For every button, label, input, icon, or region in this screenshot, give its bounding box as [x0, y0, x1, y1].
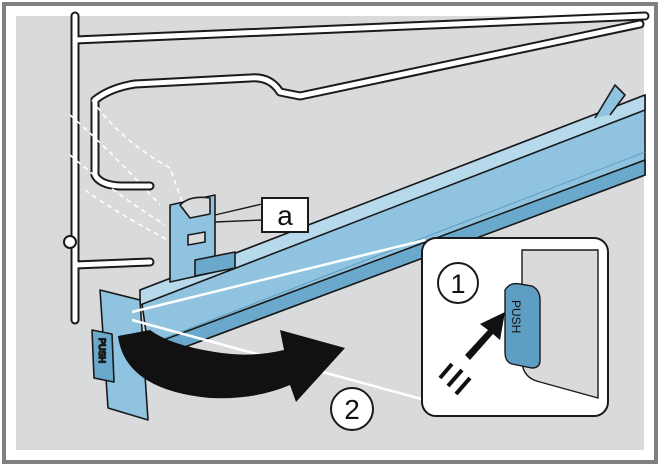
step-2-label: 2 — [344, 394, 360, 425]
detail-inset: PUSH 1 — [422, 238, 608, 416]
step-2-marker: 2 — [331, 388, 373, 430]
push-button-label: PUSH — [509, 300, 523, 333]
callout-a-label: a — [277, 200, 293, 231]
bracket-push-text: PUSH — [97, 338, 107, 363]
step-1-label: 1 — [450, 269, 465, 299]
